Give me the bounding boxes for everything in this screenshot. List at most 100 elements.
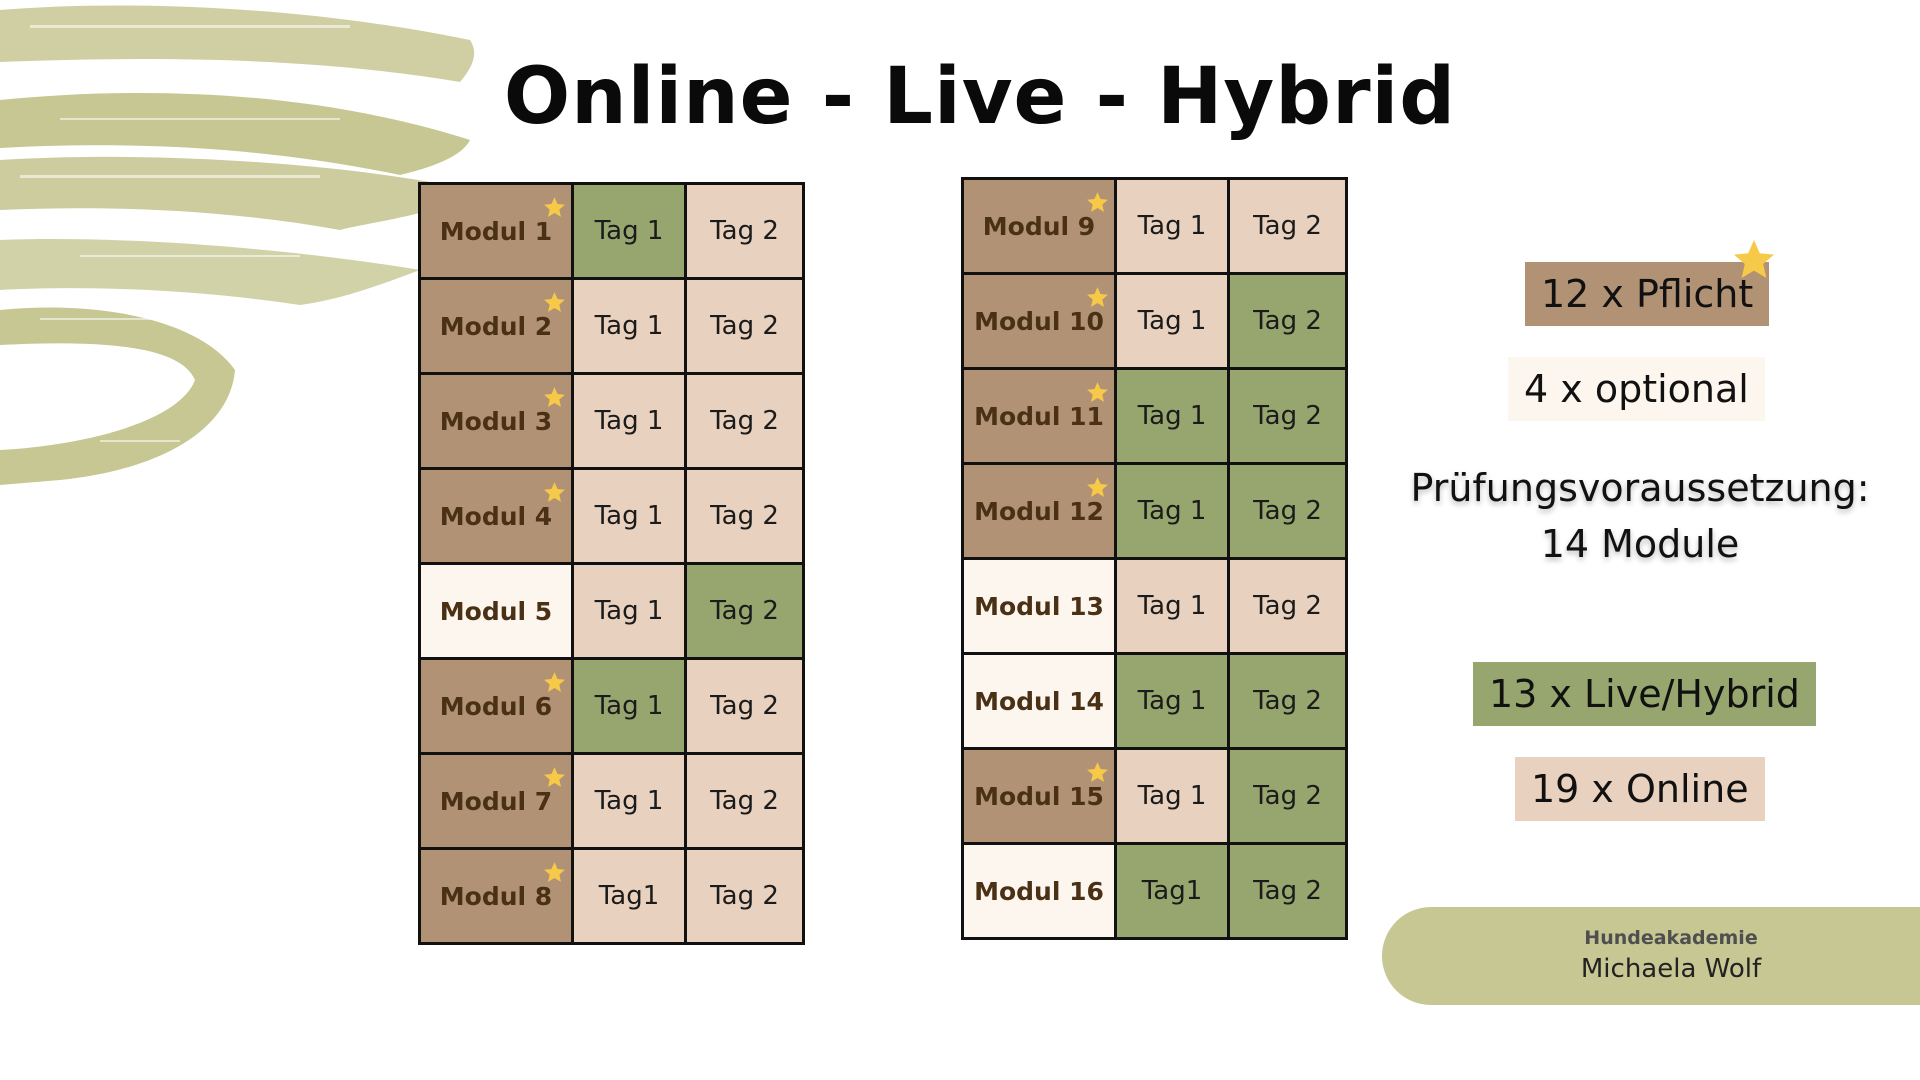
- star-icon: [544, 482, 565, 502]
- day-label: Tag 2: [710, 786, 779, 816]
- day-cell-tag1: Tag 1: [1117, 180, 1227, 272]
- module-label: Modul 6: [439, 691, 553, 721]
- day-label: Tag 1: [594, 501, 664, 531]
- day-label: Tag 2: [1253, 876, 1322, 906]
- day-cell-tag1: Tag 1: [574, 280, 684, 372]
- footer-brand: Hundeakademie Michaela Wolf: [1382, 907, 1920, 1005]
- day-label: Tag 2: [710, 596, 779, 626]
- star-icon: [1734, 240, 1774, 278]
- module-label: Modul 15: [974, 781, 1104, 811]
- module-cell: Modul 13: [964, 560, 1114, 652]
- module-label: Modul 3: [439, 406, 553, 436]
- day-cell-tag1: Tag 1: [1117, 750, 1227, 842]
- day-cell-tag2: Tag 2: [1230, 275, 1345, 367]
- day-label: Tag 2: [710, 311, 779, 341]
- module-cell: Modul 1: [421, 185, 571, 277]
- star-icon: [544, 387, 565, 407]
- day-cell-tag2: Tag 2: [1230, 845, 1345, 937]
- module-cell: Modul 3: [421, 375, 571, 467]
- module-cell: Modul 2: [421, 280, 571, 372]
- star-icon: [544, 767, 565, 787]
- day-label: Tag 1: [1137, 401, 1207, 431]
- legend-optional: 4 x optional: [1508, 357, 1765, 421]
- day-label: Tag 2: [710, 406, 779, 436]
- day-label: Tag 2: [710, 691, 779, 721]
- day-label: Tag 1: [594, 596, 664, 626]
- day-cell-tag2: Tag 2: [687, 565, 802, 657]
- footer-name: Michaela Wolf: [1580, 954, 1762, 984]
- star-icon: [544, 197, 565, 217]
- day-label: Tag 2: [1253, 496, 1322, 526]
- day-cell-tag2: Tag 2: [687, 755, 802, 847]
- module-cell: Modul 9: [964, 180, 1114, 272]
- module-label: Modul 9: [982, 211, 1096, 241]
- module-label: Modul 11: [974, 401, 1104, 431]
- day-label: Tag 2: [1253, 781, 1322, 811]
- module-cell: Modul 11: [964, 370, 1114, 462]
- day-label: Tag 2: [1253, 591, 1322, 621]
- day-label: Tag 1: [594, 406, 664, 436]
- day-cell-tag2: Tag 2: [687, 185, 802, 277]
- day-label: Tag 2: [1253, 211, 1322, 241]
- module-label: Modul 10: [974, 306, 1104, 336]
- module-label: Modul 1: [439, 216, 553, 246]
- module-label: Modul 13: [974, 591, 1104, 621]
- day-cell-tag1: Tag 1: [1117, 655, 1227, 747]
- page-title: Online - Live - Hybrid: [503, 52, 1457, 142]
- day-label: Tag 1: [594, 216, 664, 246]
- module-cell: Modul 4: [421, 470, 571, 562]
- day-cell-tag1: Tag 1: [574, 470, 684, 562]
- module-label: Modul 14: [974, 686, 1104, 716]
- day-cell-tag1: Tag 1: [574, 375, 684, 467]
- module-cell: Modul 15: [964, 750, 1114, 842]
- day-label: Tag1: [598, 881, 660, 911]
- star-icon: [544, 862, 565, 882]
- day-cell-tag2: Tag 2: [1230, 750, 1345, 842]
- requirement-line-1: Prüfungsvoraussetzung:: [1410, 466, 1870, 510]
- day-cell-tag2: Tag 2: [687, 660, 802, 752]
- module-cell: Modul 6: [421, 660, 571, 752]
- exam-requirement: Prüfungsvoraussetzung: 14 Module: [1380, 460, 1900, 572]
- module-label: Modul 4: [439, 501, 553, 531]
- footer-org: Hundeakademie: [1584, 927, 1758, 949]
- day-cell-tag1: Tag 1: [1117, 560, 1227, 652]
- module-cell: Modul 8: [421, 850, 571, 942]
- day-cell-tag1: Tag 1: [1117, 465, 1227, 557]
- day-cell-tag2: Tag 2: [687, 850, 802, 942]
- legend-optional-label: 4 x optional: [1524, 367, 1749, 411]
- module-label: Modul 12: [974, 496, 1104, 526]
- requirement-line-2: 14 Module: [1540, 522, 1740, 566]
- day-cell-tag2: Tag 2: [687, 280, 802, 372]
- star-icon: [1087, 192, 1108, 212]
- day-cell-tag2: Tag 2: [1230, 560, 1345, 652]
- day-cell-tag2: Tag 2: [1230, 465, 1345, 557]
- day-cell-tag1: Tag1: [1117, 845, 1227, 937]
- day-label: Tag 2: [710, 881, 779, 911]
- star-icon: [544, 292, 565, 312]
- module-label: Modul 2: [439, 311, 553, 341]
- day-cell-tag1: Tag1: [574, 850, 684, 942]
- day-cell-tag2: Tag 2: [687, 470, 802, 562]
- module-cell: Modul 14: [964, 655, 1114, 747]
- day-cell-tag1: Tag 1: [574, 185, 684, 277]
- day-cell-tag2: Tag 2: [687, 375, 802, 467]
- day-cell-tag2: Tag 2: [1230, 370, 1345, 462]
- day-label: Tag 2: [1253, 686, 1322, 716]
- brush-stroke-decoration: [0, 5, 475, 485]
- day-label: Tag 2: [710, 501, 779, 531]
- module-label: Modul 5: [439, 596, 553, 626]
- day-cell-tag1: Tag 1: [1117, 370, 1227, 462]
- legend-online: 19 x Online: [1515, 757, 1765, 821]
- day-label: Tag 1: [594, 691, 664, 721]
- day-label: Tag 1: [1137, 781, 1207, 811]
- day-cell-tag2: Tag 2: [1230, 655, 1345, 747]
- legend-pflicht-label: 12 x Pflicht: [1541, 272, 1754, 316]
- day-label: Tag 1: [1137, 211, 1207, 241]
- legend-live-hybrid-label: 13 x Live/Hybrid: [1489, 672, 1800, 716]
- day-label: Tag 2: [1253, 306, 1322, 336]
- star-icon: [1087, 287, 1108, 307]
- module-label: Modul 8: [439, 881, 553, 911]
- day-cell-tag1: Tag 1: [574, 660, 684, 752]
